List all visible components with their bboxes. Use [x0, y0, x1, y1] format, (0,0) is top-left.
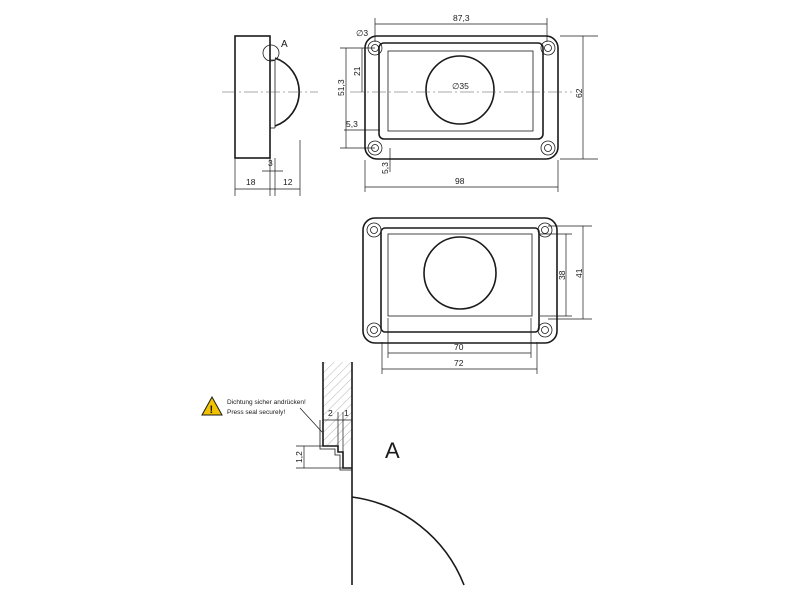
front-lens	[425, 55, 495, 125]
cutout-hole-bl	[370, 326, 378, 334]
cutout-mount-holes	[366, 222, 553, 338]
side-housing-body	[234, 35, 271, 159]
cutout-hole-tr-ring	[537, 222, 553, 238]
dim-dome-12: 12	[283, 177, 293, 187]
front-outer-frame	[364, 35, 559, 160]
detail-lens-arc	[351, 496, 465, 586]
warning-triangle-icon	[201, 395, 223, 416]
mount-hole-br-ring	[540, 140, 556, 156]
cutout-hole-tl	[370, 226, 378, 234]
front-mount-holes	[367, 40, 556, 156]
dim-step-1-2: 1,2	[294, 451, 304, 463]
cutout-view: 38 41 70 72	[362, 217, 592, 374]
dim-upper-21: 21	[352, 66, 362, 76]
dim-outer-width-72: 72	[454, 358, 464, 368]
dim-inset-y-5-3: 5,3	[380, 162, 390, 174]
warning-text-en: Press seal securely!	[227, 409, 285, 416]
dim-height-62: 62	[574, 88, 584, 98]
cutout-outer-frame	[362, 217, 558, 344]
mount-hole-br	[544, 144, 552, 152]
front-view: 87,3 ∅3 ∅35 62 51,3 21 5,3 5,3 98	[336, 13, 598, 192]
detail-hatched-wall	[323, 362, 352, 446]
dim-inset-x-5-3: 5,3	[346, 119, 358, 129]
dim-width-87-3: 87,3	[453, 13, 470, 23]
warning-note: ! Dichtung sicher andrücken! Press seal …	[201, 395, 323, 433]
warning-leader	[299, 407, 323, 433]
detail-a-marker-circle	[262, 44, 280, 62]
cutout-hole-br-ring	[537, 322, 553, 338]
warning-text-de: Dichtung sicher andrücken!	[227, 399, 306, 406]
dim-outer-width-98: 98	[455, 176, 465, 186]
cutout-hole-tl-ring	[366, 222, 382, 238]
dim-seal-2: 2	[328, 408, 333, 418]
dim-gap-1: 1	[344, 408, 349, 418]
mount-hole-tr-ring	[540, 40, 556, 56]
cutout-hole-bl-ring	[366, 322, 382, 338]
cutout-lens	[423, 236, 497, 310]
detail-a-marker-label: A	[281, 39, 288, 50]
warning-exclamation: !	[210, 404, 214, 416]
dim-hole-pitch-51-3: 51,3	[336, 79, 346, 96]
dim-flange-3: 3	[268, 158, 273, 168]
cutout-hole-tr	[541, 226, 549, 234]
cutout-inner-frame	[380, 227, 540, 333]
dim-inner-width-70: 70	[454, 342, 464, 352]
detail-a-label: A	[385, 438, 400, 463]
dim-depth-18: 18	[246, 177, 256, 187]
mount-hole-tr	[544, 44, 552, 52]
dim-hole-diameter: ∅3	[356, 28, 368, 38]
detail-view: 2 1 1,2 ! Dichtung sicher andrücken! Pre…	[201, 362, 465, 586]
front-inner-frame	[378, 42, 544, 140]
dim-outer-height-41: 41	[574, 268, 584, 278]
front-window	[387, 50, 534, 132]
cutout-window	[387, 233, 533, 317]
dim-inner-height-38: 38	[557, 270, 567, 280]
detail-seal-inner	[319, 420, 352, 471]
side-view: A 3 18 12	[222, 35, 318, 196]
dim-lens-diameter: ∅35	[452, 81, 469, 91]
cutout-hole-br	[541, 326, 549, 334]
